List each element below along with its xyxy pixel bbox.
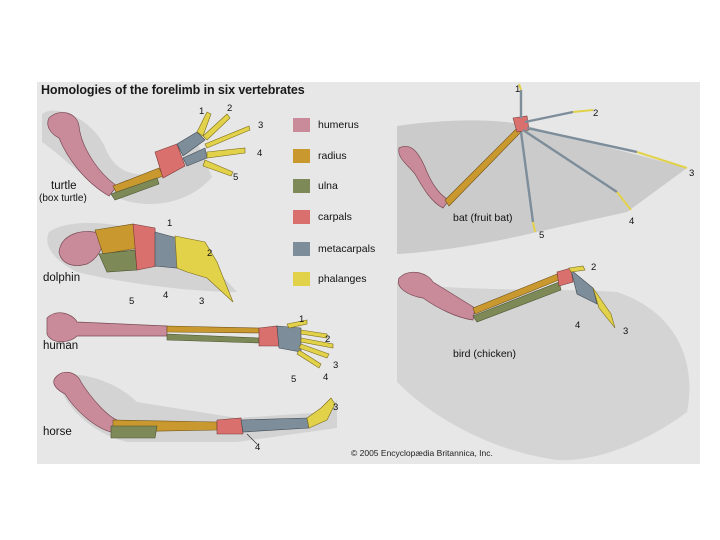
human-digit-1: 1 [299, 314, 305, 325]
legend-radius-label: radius [318, 150, 347, 162]
figure-title: Homologies of the forelimb in six verteb… [41, 83, 305, 97]
legend-humerus-swatch [293, 118, 310, 132]
dolphin-phalanges [174, 235, 234, 303]
legend-phalanges-swatch [293, 272, 310, 286]
human-carpals [258, 325, 280, 347]
bat-digit-3: 3 [689, 168, 695, 179]
bat-digit-4: 4 [629, 216, 635, 227]
legend-carpals-swatch [293, 210, 310, 224]
turtle-digit-4: 4 [257, 148, 263, 159]
horse-digit-4: 4 [255, 442, 261, 453]
legend-ulna-swatch [293, 179, 310, 193]
horse-digit-3: 3 [333, 402, 339, 413]
bat-metacarpals [519, 90, 638, 223]
turtle-limb [42, 110, 251, 204]
bird-metacarpals [570, 269, 598, 305]
bird-humerus [397, 271, 476, 321]
legend-metacarpals-swatch [293, 242, 310, 256]
legend-carpals-label: carpals [318, 211, 352, 223]
turtle-digit-5: 5 [233, 172, 239, 183]
legend-ulna-label: ulna [318, 180, 338, 192]
label-turtle-sub: (box turtle) [39, 193, 87, 204]
bat-humerus [398, 146, 450, 209]
bat-digit-2: 2 [593, 108, 599, 119]
human-ulna [166, 333, 260, 344]
label-bird: bird (chicken) [453, 348, 517, 360]
dolphin-carpals [132, 223, 158, 271]
human-arm [46, 312, 334, 369]
dolphin-digit-5: 5 [129, 296, 135, 307]
bat-wing-membrane [397, 120, 687, 254]
turtle-ulna [110, 177, 160, 201]
bird-carpals [556, 267, 574, 287]
copyright-notice: © 2005 Encyclopædia Britannica, Inc. [351, 448, 493, 458]
bird-digit-2: 2 [591, 262, 597, 273]
dolphin-digit-4: 4 [163, 290, 169, 301]
bird-ulna [472, 281, 562, 323]
bat-carpals [512, 115, 530, 133]
legend-radius-swatch [293, 149, 310, 163]
bird-digit-4: 4 [575, 320, 581, 331]
horse-digit-pointer [246, 433, 258, 445]
turtle-skin-shadow [42, 110, 212, 204]
dolphin-flipper [47, 222, 237, 303]
human-phalanges [286, 319, 334, 369]
horse-carpals [216, 417, 244, 435]
label-dolphin: dolphin [43, 272, 81, 284]
horse-leg [53, 371, 337, 445]
legend-humerus-label: humerus [318, 119, 359, 131]
human-digit-2: 2 [325, 334, 331, 345]
human-humerus [46, 312, 168, 343]
dolphin-humerus [58, 231, 104, 266]
turtle-phalanges [196, 111, 251, 177]
bird-feathers [397, 282, 690, 461]
bat-phalanges [518, 83, 688, 233]
human-digit-4: 4 [323, 372, 329, 383]
legend-metacarpals-label: metacarpals [318, 243, 376, 255]
label-human: human [43, 340, 79, 352]
human-digit-3: 3 [333, 360, 339, 371]
label-bat: bat (fruit bat) [453, 212, 513, 224]
human-digit-5: 5 [291, 374, 297, 385]
forelimb-figure: Homologies of the forelimb in six verteb… [37, 82, 700, 464]
bat-wing [397, 83, 688, 254]
forelimb-illustration [42, 83, 690, 461]
horse-ulna [110, 425, 158, 439]
turtle-humerus [47, 112, 118, 197]
horse-phalanges [306, 397, 336, 429]
label-horse: horse [43, 426, 72, 438]
bird-phalanges [568, 265, 616, 329]
human-radius [166, 325, 260, 334]
bird-wing [397, 265, 690, 461]
legend-phalanges-label: phalanges [318, 273, 367, 285]
bat-digit-1: 1 [515, 84, 521, 95]
dolphin-metacarpals [154, 231, 178, 269]
bat-digit-5: 5 [539, 230, 545, 241]
dolphin-digit-2: 2 [207, 248, 213, 259]
label-turtle: turtle [51, 180, 77, 192]
human-metacarpals [276, 325, 302, 353]
bird-digit-3: 3 [623, 326, 629, 337]
turtle-carpals [154, 143, 186, 179]
dolphin-digit-1: 1 [167, 218, 173, 229]
dolphin-digit-3: 3 [199, 296, 205, 307]
turtle-digit-2: 2 [227, 103, 233, 114]
turtle-digit-3: 3 [258, 120, 264, 131]
turtle-digit-1: 1 [199, 106, 205, 117]
